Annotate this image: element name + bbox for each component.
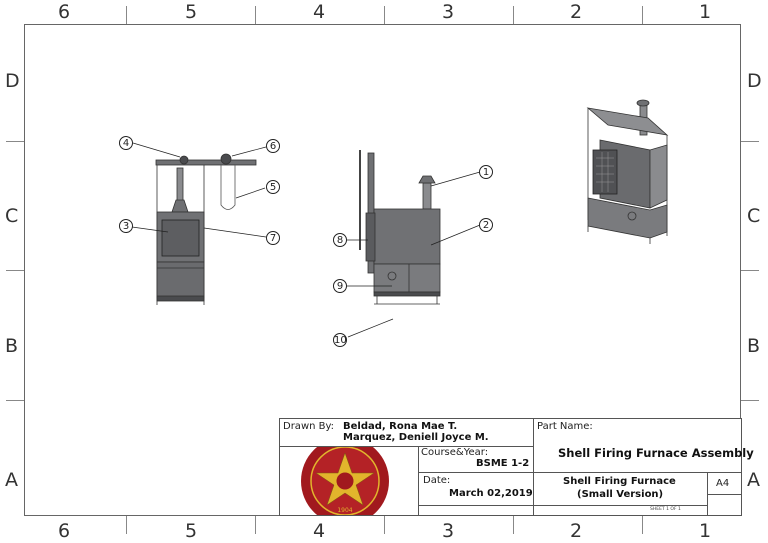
zone-row-a-right: A — [747, 469, 760, 491]
callout-10: 10 — [333, 333, 347, 347]
front-view — [155, 153, 257, 305]
zone-col-5-bottom: 5 — [185, 520, 198, 542]
course-label: Course&Year: — [421, 447, 489, 458]
zone-row-b: B — [5, 335, 19, 357]
drawn-by-name-2: Marquez, Deniell Joyce M. — [343, 432, 489, 443]
sheet-size: A4 — [716, 478, 730, 489]
part-name-value: Shell Firing Furnace Assembly — [558, 446, 754, 460]
zone-col-2: 2 — [570, 1, 583, 23]
seal-center — [335, 471, 355, 491]
zone-row-d-right: D — [747, 70, 762, 92]
drawn-by-name-1: Beldad, Rona Mae T. — [343, 421, 458, 432]
part-name-label: Part Name: — [537, 421, 593, 432]
drawing-title-line-1: Shell Firing Furnace — [563, 476, 676, 487]
sheet-number: SHEET 1 OF 1 — [650, 507, 681, 512]
zone-col-6-bottom: 6 — [58, 520, 71, 542]
callout-6: 6 — [266, 139, 280, 153]
callout-5: 5 — [266, 180, 280, 194]
side-view — [359, 150, 441, 305]
zone-row-c-right: C — [747, 205, 761, 227]
zone-row-b-right: B — [747, 335, 761, 357]
drawn-by-label: Drawn By: — [283, 421, 335, 432]
callout-3: 3 — [119, 219, 133, 233]
date-label: Date: — [423, 475, 451, 486]
zone-col-5: 5 — [185, 1, 198, 23]
zone-col-1-bottom: 1 — [699, 520, 712, 542]
zone-row-c: C — [5, 205, 19, 227]
zone-col-3-bottom: 3 — [442, 520, 455, 542]
zone-col-6: 6 — [58, 1, 71, 23]
callout-1: 1 — [479, 165, 493, 179]
date-value: March 02,2019 — [449, 488, 533, 499]
callout-4: 4 — [119, 136, 133, 150]
callout-9: 9 — [333, 279, 347, 293]
zone-row-a: A — [5, 469, 18, 491]
zone-col-4-bottom: 4 — [313, 520, 326, 542]
drawing-title-line-2: (Small Version) — [577, 489, 664, 500]
leader-lines — [131, 142, 481, 338]
zone-col-3: 3 — [442, 1, 455, 23]
course-value: BSME 1-2 — [476, 458, 530, 469]
callout-2: 2 — [479, 218, 493, 232]
university-seal: 1904 — [301, 447, 389, 515]
callout-7: 7 — [266, 231, 280, 245]
zone-row-d: D — [5, 70, 20, 92]
callout-8: 8 — [333, 233, 347, 247]
zone-col-2-bottom: 2 — [570, 520, 583, 542]
zone-col-1: 1 — [699, 1, 712, 23]
zone-col-4: 4 — [313, 1, 326, 23]
seal-year: 1904 — [337, 507, 352, 514]
isometric-view — [586, 99, 669, 244]
